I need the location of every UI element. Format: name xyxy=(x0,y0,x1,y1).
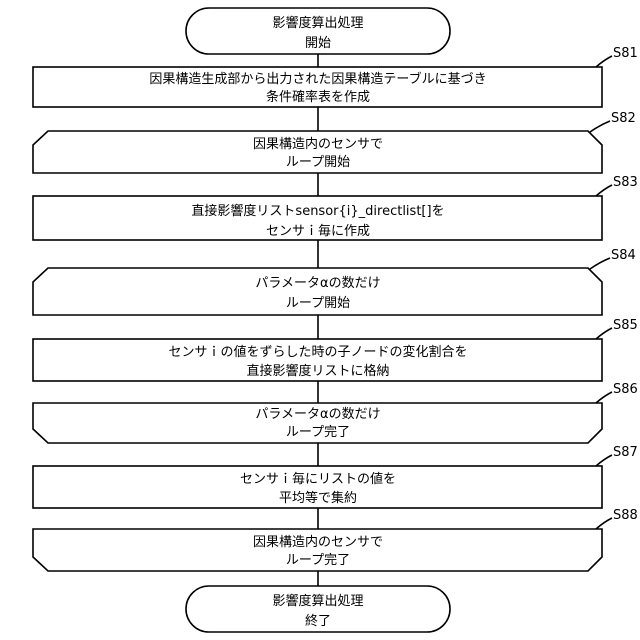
s81-label-1: 因果構造生成部から出力された因果構造テーブルに基づき xyxy=(149,71,486,87)
end-terminator: 影響度算出処理 終了 xyxy=(186,586,450,632)
s86-label-2: ループ完了 xyxy=(286,425,350,440)
s85-label-2: 直接影響度リストに格納 xyxy=(246,363,389,379)
step-s81: 因果構造生成部から出力された因果構造テーブルに基づき 条件確率表を作成 S81 xyxy=(33,46,638,107)
start-label-2: 開始 xyxy=(305,36,331,51)
start-terminator: 影響度算出処理 開始 xyxy=(186,8,450,54)
start-label-1: 影響度算出処理 xyxy=(272,15,363,31)
s81-label-2: 条件確率表を作成 xyxy=(266,89,370,105)
step-s88-loop-end: 因果構造内のセンサで ループ完了 S88 xyxy=(33,508,638,571)
step-s86-loop-end: パラメータαの数だけ ループ完了 S86 xyxy=(33,382,638,443)
s85-leader xyxy=(596,328,612,339)
step-s83: 直接影響度リストsensor{i}_directlist[]を センサｉ毎に作成… xyxy=(33,175,638,240)
s85-label-1: センサｉの値をずらした時の子ノードの変化割合を xyxy=(168,344,467,360)
s83-label-1: 直接影響度リストsensor{i}_directlist[]を xyxy=(191,203,444,219)
s83-leader xyxy=(596,185,612,196)
s87-leader xyxy=(596,455,612,466)
step-s84-loop-start: パラメータαの数だけ ループ開始 S84 xyxy=(33,248,636,315)
end-label-1: 影響度算出処理 xyxy=(272,593,363,609)
s86-id: S86 xyxy=(613,382,638,397)
step-s82-loop-start: 因果構造内のセンサで ループ開始 S82 S82 xyxy=(33,111,636,173)
s87-label-1: センサｉ毎にリストの値を xyxy=(240,471,396,487)
s82-label-2: ループ開始 xyxy=(286,155,350,170)
s87-label-2: 平均等で集約 xyxy=(279,490,357,506)
s88-label-1: 因果構造内のセンサで xyxy=(253,534,383,550)
s82-id-visible: S82 xyxy=(611,111,636,126)
s84-label-1: パラメータαの数だけ xyxy=(255,276,380,291)
end-label-2: 終了 xyxy=(305,613,331,629)
s88-id: S88 xyxy=(613,508,638,523)
s86-leader xyxy=(596,392,612,403)
s84-label-2: ループ開始 xyxy=(286,296,350,311)
s84-leader xyxy=(590,258,610,269)
s82-leader xyxy=(590,121,610,132)
s81-id: S81 xyxy=(613,46,638,61)
step-s85: センサｉの値をずらした時の子ノードの変化割合を 直接影響度リストに格納 S85 xyxy=(33,318,638,381)
s82-label-1: 因果構造内のセンサで xyxy=(253,136,383,152)
s83-label-2: センサｉ毎に作成 xyxy=(266,223,370,239)
s83-id: S83 xyxy=(613,175,638,190)
step-s87: センサｉ毎にリストの値を 平均等で集約 S87 xyxy=(33,445,638,508)
s87-id: S87 xyxy=(613,445,638,460)
s88-leader xyxy=(596,518,612,529)
s86-label-1: パラメータαの数だけ xyxy=(255,407,380,422)
s81-leader xyxy=(596,56,612,67)
s84-id: S84 xyxy=(611,248,636,263)
s85-id: S85 xyxy=(613,318,638,333)
s88-label-2: ループ完了 xyxy=(286,553,350,568)
